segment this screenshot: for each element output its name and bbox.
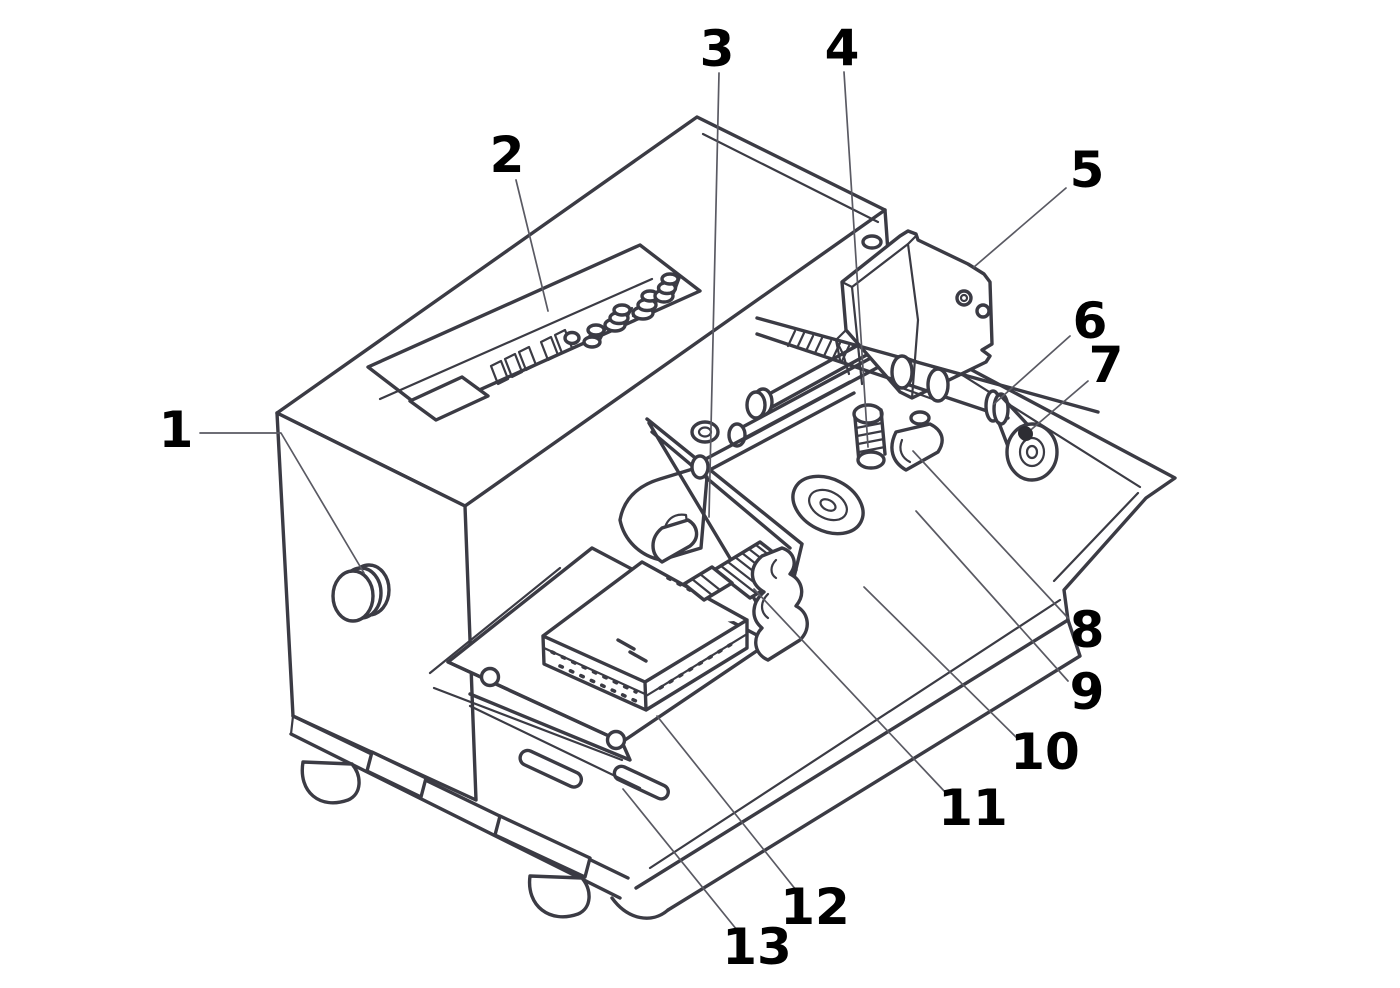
control-panel-plate bbox=[366, 243, 702, 415]
leader-line-10 bbox=[863, 586, 1019, 740]
leader-line-9 bbox=[915, 510, 1069, 682]
shaft-clamp bbox=[890, 410, 944, 472]
base-tab bbox=[365, 750, 428, 799]
s-bracket bbox=[750, 546, 809, 662]
rocker-switches bbox=[489, 328, 574, 386]
table-screw bbox=[479, 666, 501, 688]
leader-line-1 bbox=[199, 432, 365, 574]
control-panel bbox=[366, 243, 702, 422]
main-shaft-roller bbox=[755, 316, 1100, 482]
panel-button bbox=[563, 330, 581, 346]
callout-label-8: 8 bbox=[1070, 601, 1105, 659]
callout-11: 11 bbox=[753, 588, 1008, 837]
pressure-screw bbox=[852, 403, 887, 470]
work-table bbox=[428, 546, 772, 801]
callout-label-3: 3 bbox=[700, 20, 735, 78]
leader-line-6 bbox=[993, 335, 1071, 405]
machine-foot bbox=[300, 760, 361, 805]
callout-2: 2 bbox=[490, 126, 549, 312]
callout-label-13: 13 bbox=[722, 918, 792, 976]
panel-buttons bbox=[582, 272, 682, 349]
callout-label-1: 1 bbox=[159, 401, 194, 459]
callout-7: 7 bbox=[1019, 336, 1123, 441]
callout-3: 3 bbox=[700, 20, 735, 518]
leader-line-2 bbox=[515, 179, 549, 312]
leader-line-7 bbox=[1025, 380, 1089, 435]
leader-line-13 bbox=[622, 788, 738, 931]
card-stack bbox=[541, 560, 749, 712]
callout-label-11: 11 bbox=[938, 779, 1008, 837]
callout-label-10: 10 bbox=[1010, 723, 1080, 781]
callout-9: 9 bbox=[915, 510, 1105, 721]
callout-label-6: 6 bbox=[1073, 292, 1108, 350]
base-tab bbox=[493, 814, 592, 879]
display-window bbox=[408, 375, 490, 422]
roller-end-cap bbox=[1005, 422, 1059, 482]
leader-line-3 bbox=[708, 72, 720, 518]
table-screw bbox=[605, 729, 627, 751]
leader-line-5 bbox=[973, 187, 1067, 268]
leader-line-8 bbox=[912, 450, 1069, 619]
blade-pivot bbox=[690, 420, 720, 444]
slot-oval bbox=[612, 764, 670, 801]
base bbox=[289, 714, 670, 920]
scraper-blade bbox=[645, 417, 804, 642]
callout-4: 4 bbox=[825, 19, 869, 448]
callout-6: 6 bbox=[993, 292, 1108, 405]
callout-label-4: 4 bbox=[825, 19, 860, 77]
callout-5: 5 bbox=[973, 141, 1105, 268]
leader-line-11 bbox=[753, 588, 947, 794]
machine-foot bbox=[527, 874, 591, 919]
callout-8: 8 bbox=[912, 450, 1105, 659]
callout-1: 1 bbox=[159, 401, 365, 574]
callout-label-7: 7 bbox=[1089, 336, 1124, 394]
leader-end-dot bbox=[1019, 427, 1033, 441]
ink-wheel bbox=[791, 474, 865, 536]
callout-label-9: 9 bbox=[1070, 663, 1105, 721]
callout-label-12: 12 bbox=[780, 878, 850, 936]
callout-13: 13 bbox=[622, 788, 792, 976]
leader-line-12 bbox=[656, 715, 797, 891]
callout-10: 10 bbox=[863, 586, 1080, 781]
drive-motor bbox=[834, 229, 994, 400]
callout-label-2: 2 bbox=[490, 126, 525, 184]
adjustment-knob bbox=[331, 563, 391, 623]
slot-oval bbox=[518, 748, 584, 789]
callout-label-5: 5 bbox=[1070, 141, 1105, 199]
leader-line-4 bbox=[843, 71, 869, 448]
callout-12: 12 bbox=[656, 715, 850, 936]
